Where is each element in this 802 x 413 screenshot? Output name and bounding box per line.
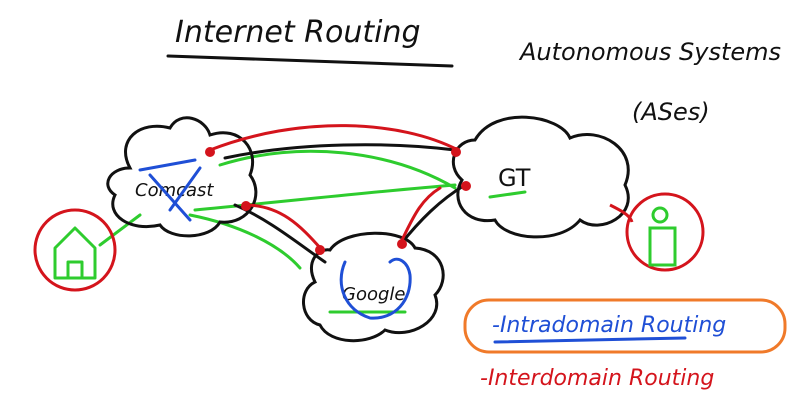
house-icon: [33, 208, 117, 292]
interdomain-legend: -Interdomain Routing: [480, 366, 714, 391]
title-underline: [166, 54, 454, 68]
red-comcast-google: [243, 203, 324, 252]
blue-comcast-1: [138, 158, 197, 172]
as-abbrev: (ASes): [632, 98, 710, 126]
inter-as-green-paths: [98, 149, 527, 314]
comcast-label: Comcast: [135, 180, 214, 201]
gt-person-link: [609, 203, 634, 223]
google-label: Google: [342, 284, 405, 305]
green-comcast-gt: [218, 149, 457, 190]
interdomain-endpoints: [205, 147, 471, 255]
blue-comcast-3: [168, 166, 202, 212]
google-cloud: [302, 231, 445, 343]
intradomain-legend: -Intradomain Routing: [492, 313, 726, 338]
green-comcast-google: [188, 213, 302, 270]
red-google-gt: [400, 186, 442, 242]
green-comcast-gt-lower: [193, 183, 457, 212]
interdomain-arrows: [208, 124, 460, 252]
person-icon: [625, 192, 705, 272]
as-heading: Autonomous Systems: [518, 38, 781, 66]
gt-cloud: [451, 115, 630, 239]
title: Internet Routing: [175, 15, 421, 50]
black-google-gt: [398, 183, 467, 247]
black-comcast-gt: [223, 143, 457, 160]
green-house-comcast: [98, 213, 142, 247]
comcast-cloud: [106, 116, 258, 238]
blue-google-loop: [339, 257, 412, 320]
gt-label: GT: [498, 164, 531, 192]
red-comcast-gt: [208, 124, 460, 152]
gt-underline: [488, 190, 527, 199]
blue-legend-underline: [493, 336, 687, 344]
intradomain-legend-box: [463, 298, 787, 354]
intradomain-arrows: [138, 158, 687, 344]
blue-comcast-2: [148, 173, 192, 222]
